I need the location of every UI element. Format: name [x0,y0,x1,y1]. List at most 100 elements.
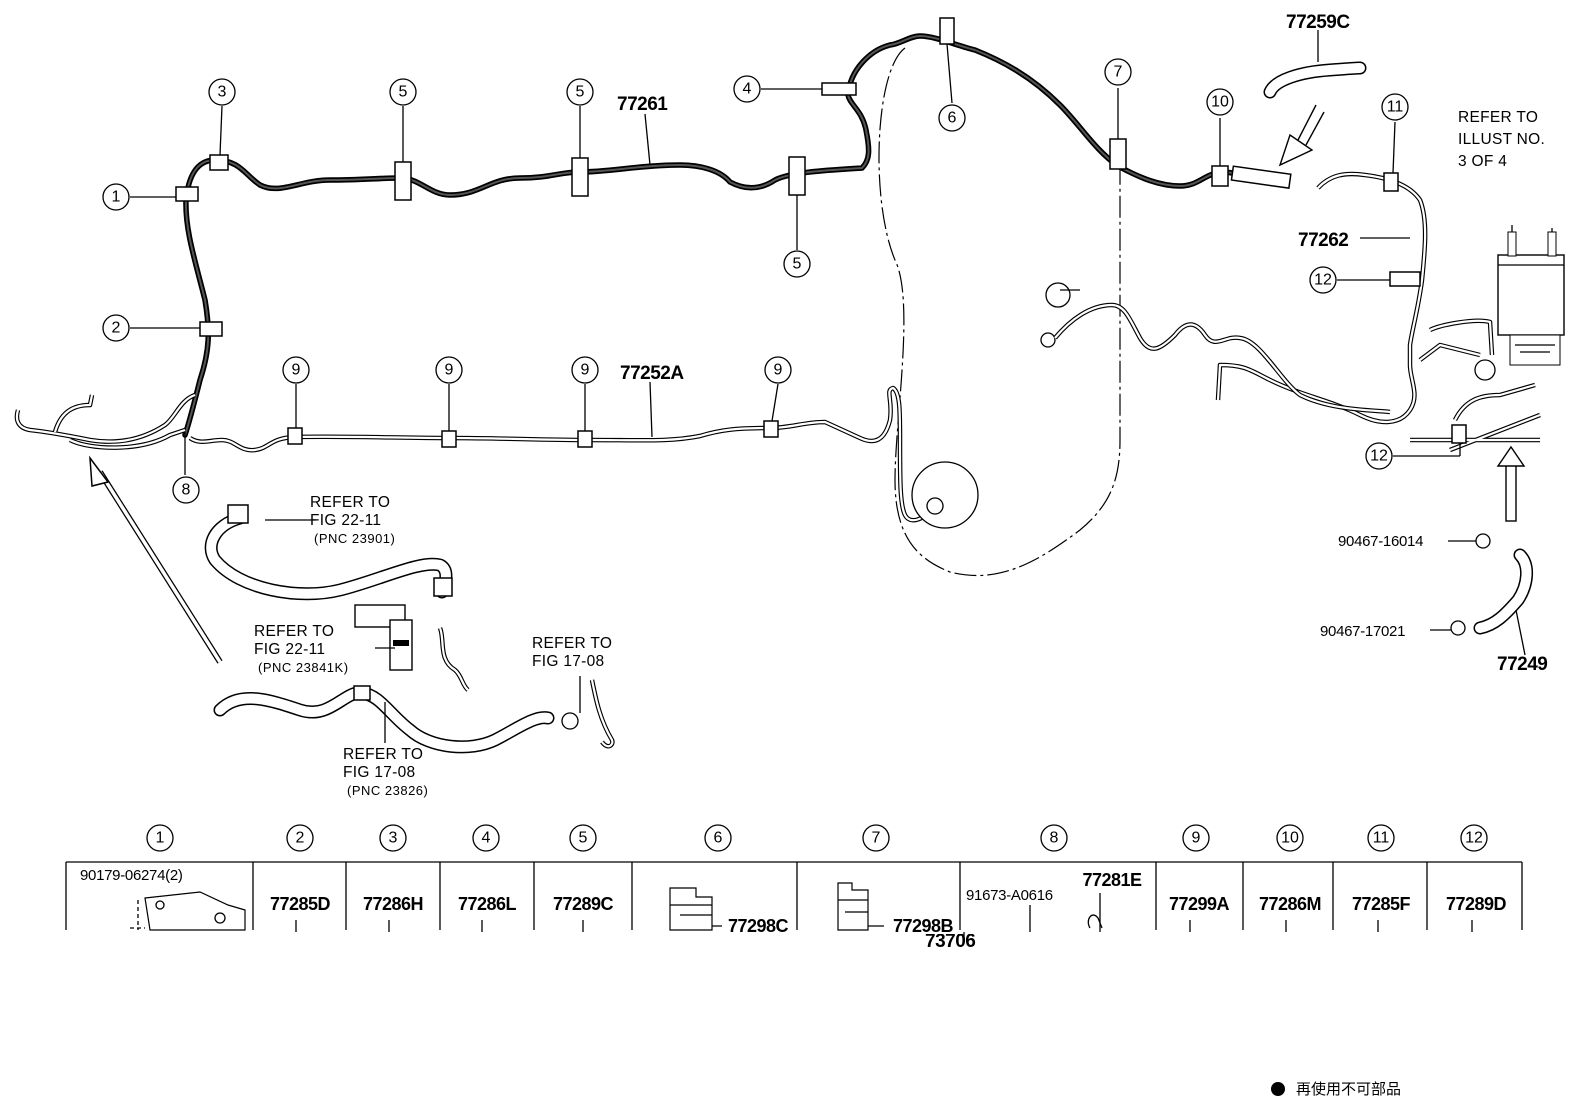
svg-text:3: 3 [389,830,398,847]
callout-9a: 9 [282,356,310,384]
callout-12b: 12 [1365,442,1393,470]
svg-text:REFER TO: REFER TO [254,623,334,640]
callout-9c: 9 [571,356,599,384]
svg-text:9: 9 [1192,830,1201,847]
clamp-sketch-6 [669,887,722,931]
fuel-tank-outline [878,47,1121,577]
svg-text:7: 7 [1114,64,1123,81]
svg-text:9: 9 [445,362,454,379]
tube-fig-17-08 [437,627,615,749]
table-header-9: 9 [1182,824,1210,852]
svg-text:1: 1 [112,189,121,206]
table-part-12: 77289D [1446,894,1507,914]
fuel-tube-77261 [182,33,1273,438]
table-part-11: 77285F [1352,894,1411,914]
table-part-10: 77286M [1259,894,1321,914]
valve-pnc-23841K [354,604,413,671]
svg-text:10: 10 [1281,830,1299,847]
svg-text:12: 12 [1314,272,1332,289]
svg-text:FIG 17-08: FIG 17-08 [343,764,415,781]
callout-5c: 5 [783,250,811,278]
table-part-3: 77286H [363,894,423,914]
svg-text:2: 2 [112,320,121,337]
svg-text:2: 2 [296,830,305,847]
callout-4: 4 [733,75,761,103]
table-part-4: 77286L [458,894,517,914]
clamp-sketch-7 [837,882,884,931]
table-part-1: 90179-06274(2) [80,867,183,884]
arrow-diagonal-down [1278,104,1325,167]
svg-text:(PNC 23901): (PNC 23901) [314,531,395,546]
hose-clamps [1450,533,1491,636]
callout-1: 1 [102,183,130,211]
svg-text:REFER TO: REFER TO [1458,109,1538,126]
table-header-5: 5 [569,824,597,852]
callout-9b: 9 [435,356,463,384]
callout-11: 11 [1381,93,1409,121]
callout-leaders [130,30,1526,743]
fuel-tube-77262 [1215,171,1428,425]
svg-text:(PNC 23841K): (PNC 23841K) [258,660,349,675]
svg-text:11: 11 [1373,830,1390,847]
svg-text:ILLUST NO.: ILLUST NO. [1458,131,1545,148]
callout-2: 2 [102,314,130,342]
label-77249: 77249 [1497,654,1547,675]
charcoal-canister [1410,225,1565,453]
refer-note-pnc-23901: REFER TO FIG 22-11 (PNC 23901) [310,494,395,546]
callout-8: 8 [172,476,200,504]
svg-text:FIG 22-11: FIG 22-11 [310,512,381,529]
callout-6: 6 [938,104,966,132]
callout-3: 3 [208,78,236,106]
table-header-1: 1 [146,824,174,852]
hose-77249 [1473,548,1533,635]
table-header-8: 8 [1040,824,1068,852]
svg-text:REFER TO: REFER TO [343,746,423,763]
label-73706: 73706 [925,931,975,952]
table-header-2: 2 [286,824,314,852]
refer-note-illust: REFER TO ILLUST NO. 3 OF 4 [1458,109,1545,170]
svg-text:5: 5 [576,84,585,101]
footnote-text: 再使用不可部品 [1296,1080,1401,1098]
callout-12a: 12 [1309,266,1337,294]
svg-text:5: 5 [793,256,802,273]
svg-text:9: 9 [774,362,783,379]
svg-text:8: 8 [1050,830,1059,847]
table-header-4: 4 [472,824,500,852]
svg-text:3 OF 4: 3 OF 4 [1458,153,1507,170]
table-part-5: 77289C [553,894,614,914]
svg-text:3: 3 [218,84,227,101]
refer-note-pnc-23826: REFER TO FIG 17-08 (PNC 23826) [343,746,428,798]
arrow-large-left [89,455,223,664]
arrow-right-up [1496,445,1526,522]
fuel-sender-circle [911,461,979,529]
bracket-sketch-1 [130,891,246,931]
label-77262: 77262 [1298,230,1348,251]
label-77261: 77261 [617,94,668,115]
label-90467-17021: 90467-17021 [1320,623,1405,640]
svg-text:9: 9 [581,362,590,379]
table-header-10: 10 [1276,824,1304,852]
svg-text:REFER TO: REFER TO [532,635,612,652]
table-part-6: 77298C [728,916,789,936]
table-part-9: 77299A [1169,894,1230,914]
svg-text:11: 11 [1387,99,1404,116]
footnote: 再使用不可部品 [1271,1080,1401,1098]
hose-pnc-23826 [213,685,555,754]
label-90467-16014: 90467-16014 [1338,533,1423,550]
label-77259C: 77259C [1286,12,1350,33]
clamps [175,17,1467,448]
center-vapor-lines [1040,282,1391,415]
non-reusable-marker-icon [1271,1082,1285,1096]
svg-text:FIG 22-11: FIG 22-11 [254,641,325,658]
svg-text:REFER TO: REFER TO [310,494,390,511]
parts-table: 1 2 3 4 5 6 7 8 9 10 11 12 90179-06274(2… [0,824,1592,940]
table-header-11: 11 [1367,824,1395,852]
svg-text:6: 6 [714,830,723,847]
svg-text:6: 6 [948,110,957,127]
callout-7: 7 [1104,58,1132,86]
svg-text:12: 12 [1465,830,1483,847]
part-labels: 77259C 77261 77252A 77262 90467-16014 90… [617,12,1548,952]
table-part-8b: 77281E [1082,870,1142,890]
hose-pnc-23901 [204,504,453,601]
